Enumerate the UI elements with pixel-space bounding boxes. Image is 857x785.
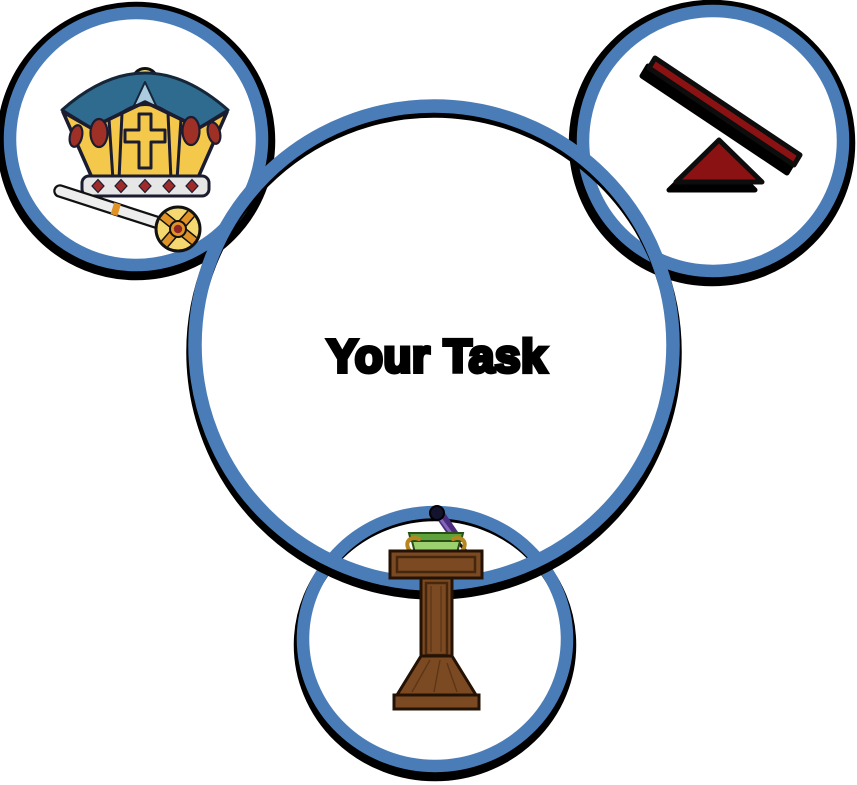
seesaw-fulcrum [673,137,765,185]
scepter-rod [55,186,167,229]
crown-band-diamond [91,178,105,194]
circle-top-right-ring [576,4,850,278]
crown-edge-gem-left [68,124,84,148]
crown-scepter-icon [53,67,230,253]
podium-base-grain [411,659,458,693]
circle-top-left-ring [3,6,269,272]
crown-gem-right [181,115,201,147]
crown-band-diamond [138,178,152,194]
crown-band-diamond [185,178,199,194]
podium-column-grain [430,586,442,652]
podium-lectern-icon [388,505,484,711]
podium-plinth [392,693,481,711]
crown-cross [123,112,167,170]
crown-center-arch [117,103,173,182]
crown-panel-dividers [107,117,183,182]
podium-top-box [388,549,484,580]
center-circle-label: Your Task [325,328,549,384]
seesaw-plank [646,55,803,168]
crown-gem-left [89,117,109,149]
podium-top-panel [395,555,477,574]
microphone-head [429,505,445,521]
crown-band-diamond [162,178,176,194]
scepter-orb-center-dot [173,224,183,234]
crown-edge-gem-right [206,121,222,145]
seesaw-lever-icon [639,55,803,193]
circle-top-right [568,0,856,287]
crown-band-diamond [114,178,128,194]
circle-top-left [0,1,276,281]
scepter-rod-band [110,202,121,217]
